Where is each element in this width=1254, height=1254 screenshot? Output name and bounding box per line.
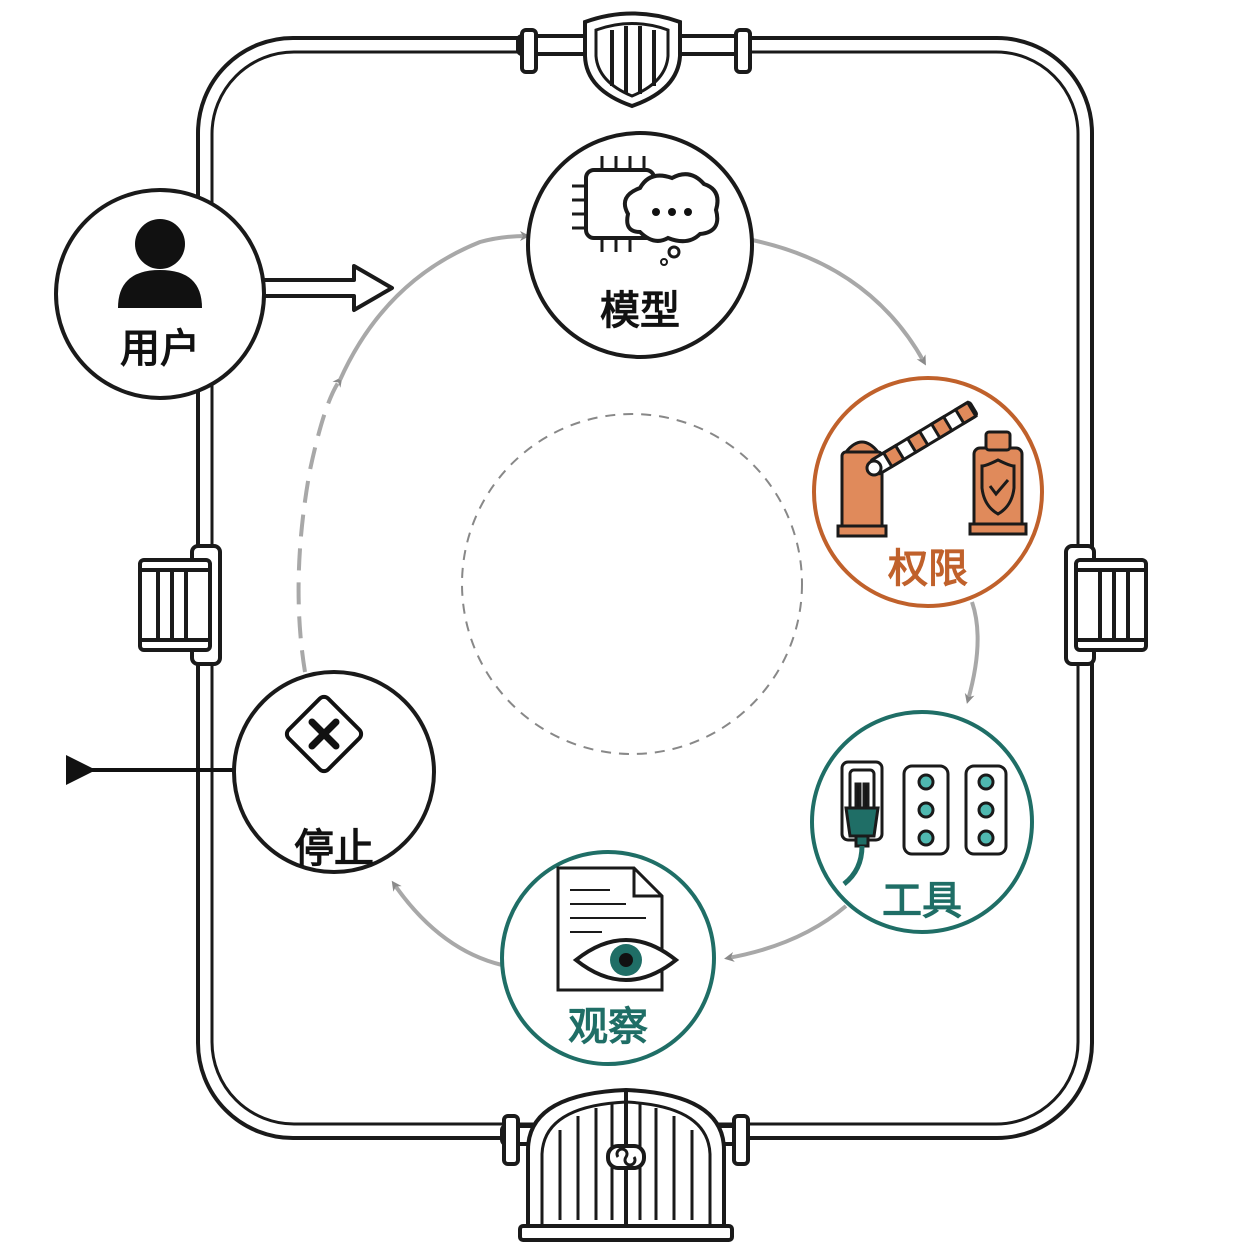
observe-node: 观察	[500, 850, 716, 1066]
user-node: 用户	[54, 188, 394, 400]
loop-flow-arcs	[296, 231, 980, 967]
chip-thought-icon	[572, 156, 720, 266]
flow-arc-tools-to-observe	[724, 904, 848, 962]
document-eye-icon	[556, 866, 680, 992]
inner-dashed-circle	[461, 413, 803, 755]
shield-gate-icon	[516, 11, 752, 109]
stop-node: 停止	[66, 670, 436, 874]
flow-arc-permission-to-tools	[964, 601, 980, 704]
flow-arc-loop-to-model	[338, 231, 530, 381]
permission-label: 权限	[887, 546, 968, 592]
stop-label: 停止	[294, 826, 374, 872]
permission-node: 权限	[812, 376, 1044, 608]
model-label: 模型	[600, 288, 680, 334]
right-side-gate-icon	[1064, 544, 1148, 666]
user-icon	[118, 219, 202, 308]
observe-label: 观察	[568, 1004, 648, 1050]
user-input-arrow	[260, 264, 394, 312]
flow-arc-stop-to-loop	[296, 376, 343, 673]
tools-label: 工具	[882, 878, 962, 924]
left-side-gate-icon	[138, 544, 222, 666]
tools-node: 工具	[810, 710, 1034, 934]
bottom-locked-gate-icon	[500, 1087, 750, 1242]
user-label: 用户	[120, 326, 200, 372]
model-node: 模型	[526, 131, 754, 359]
stop-diamond-x-icon	[284, 694, 364, 774]
plug-socket-icon	[840, 760, 1008, 886]
barrier-gate-shield-icon	[836, 400, 1028, 538]
flow-arc-model-to-permission	[751, 238, 926, 366]
flow-arc-observe-to-stop	[391, 880, 503, 967]
